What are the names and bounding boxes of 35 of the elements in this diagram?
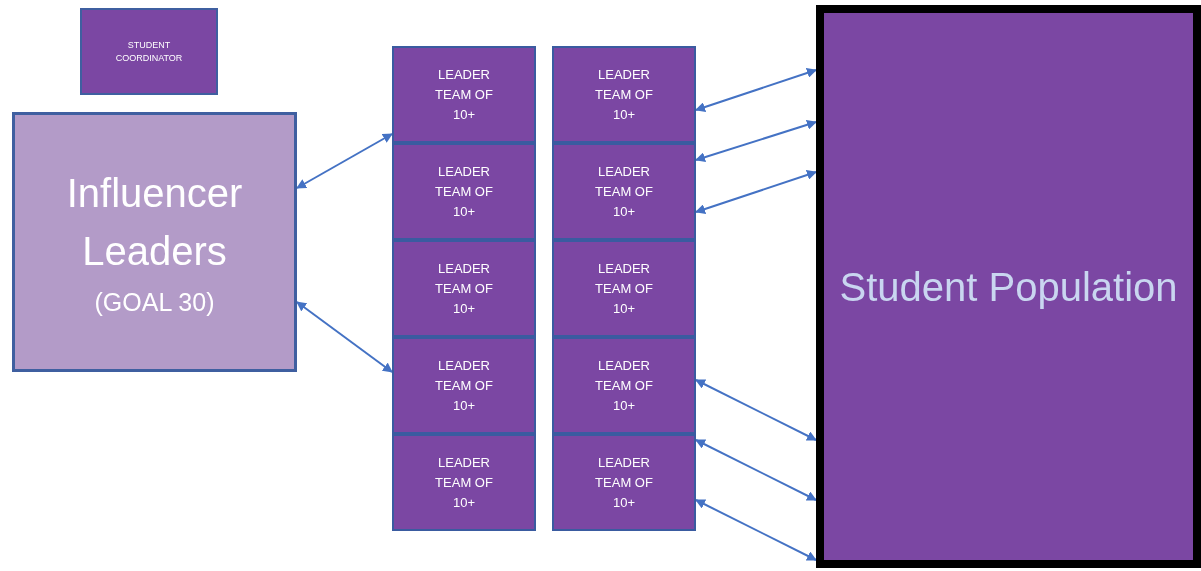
node-text: (GOAL 30) [94, 287, 215, 318]
node-text: LEADER TEAM OF 10+ [434, 162, 494, 221]
double-arrow [695, 170, 817, 214]
node-text: LEADER TEAM OF 10+ [434, 65, 494, 124]
node-text: LEADER TEAM OF 10+ [594, 453, 654, 512]
leader-team-box [552, 143, 696, 240]
node-text: LEADER TEAM OF 10+ [594, 162, 654, 221]
leader-team-box [552, 337, 696, 434]
node-text: LEADER TEAM OF 10+ [594, 259, 654, 318]
double-arrow [695, 499, 817, 561]
leader-team-box [392, 46, 536, 143]
node-text: Student Population [839, 263, 1178, 311]
leader-team-box [552, 434, 696, 531]
double-arrow [695, 68, 817, 112]
double-arrow [695, 119, 817, 163]
node-text: LEADER TEAM OF 10+ [434, 453, 494, 512]
node-text: LEADER TEAM OF 10+ [434, 356, 494, 415]
double-arrow [296, 133, 393, 189]
coordinator-box [80, 8, 218, 95]
leader-team-box [392, 143, 536, 240]
leader-team-box [552, 240, 696, 337]
node-text: LEADER TEAM OF 10+ [594, 65, 654, 124]
node-text: LEADER TEAM OF 10+ [434, 259, 494, 318]
node-text: Influencer Leaders [65, 170, 244, 275]
population-box [816, 5, 1201, 568]
double-arrow [695, 379, 817, 441]
leader-team-box [392, 434, 536, 531]
double-arrow [296, 301, 393, 373]
leader-team-box [552, 46, 696, 143]
node-text: LEADER TEAM OF 10+ [594, 356, 654, 415]
double-arrow [695, 439, 817, 501]
influencer-box [12, 112, 297, 372]
node-text: STUDENT COORDINATOR [114, 38, 184, 65]
leader-team-box [392, 240, 536, 337]
leader-team-box [392, 337, 536, 434]
